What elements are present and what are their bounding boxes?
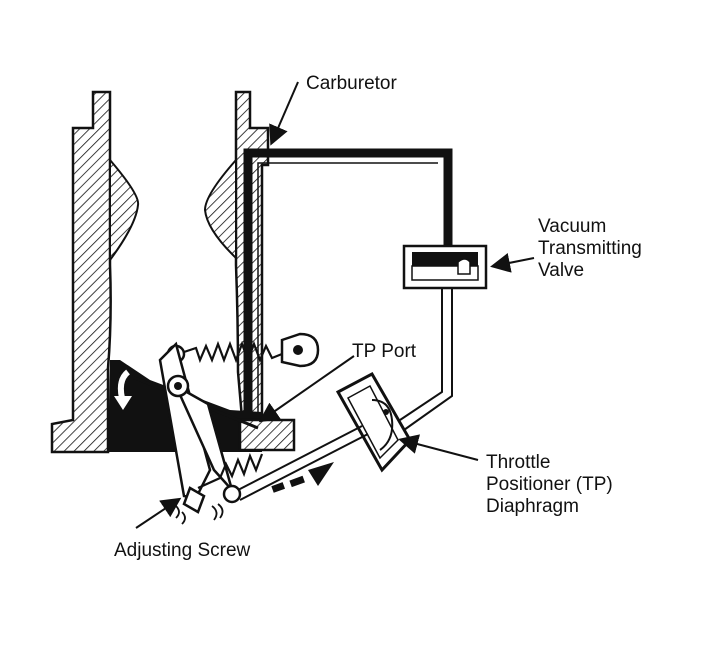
throttle-lever — [158, 341, 242, 514]
vibration-marks-left — [175, 505, 186, 525]
throttle-positioner-label-line1: Throttle — [486, 452, 550, 473]
throttle-positioner-label-line3: Diaphragm — [486, 496, 579, 517]
vacuum-valve-label-line1: Vacuum — [538, 216, 606, 237]
vibration-marks-right — [211, 503, 224, 521]
positioner-rod — [237, 425, 363, 491]
vacuum-valve-leader — [490, 253, 535, 273]
vacuum-valve-label-line2: Transmitting — [538, 238, 642, 259]
airflow-arrow — [117, 369, 131, 399]
carburetor-leader — [269, 81, 299, 146]
carburetor-left-wall — [50, 90, 112, 454]
vacuum-line — [243, 148, 453, 412]
carburetor-label: Carburetor — [306, 73, 397, 94]
adjusting-screw-spring — [197, 452, 264, 490]
venturi-right — [203, 157, 237, 261]
vacuum-line-outline — [257, 162, 438, 412]
vacuum-valve-label-line3: Valve — [538, 260, 584, 281]
throttle-positioner-label-line2: Positioner (TP) — [486, 474, 613, 495]
tp-port-label: TP Port — [352, 341, 417, 362]
adjusting-screw-leader — [135, 497, 182, 529]
venturi-left — [109, 157, 140, 264]
diaphragm-leader — [398, 434, 479, 461]
adjusting-screw-label: Adjusting Screw — [114, 540, 251, 561]
throttle-positioner-diaphragm — [335, 371, 412, 473]
motion-arrow — [271, 462, 334, 493]
signal-line — [399, 288, 443, 421]
tp-port-leader — [258, 355, 355, 423]
